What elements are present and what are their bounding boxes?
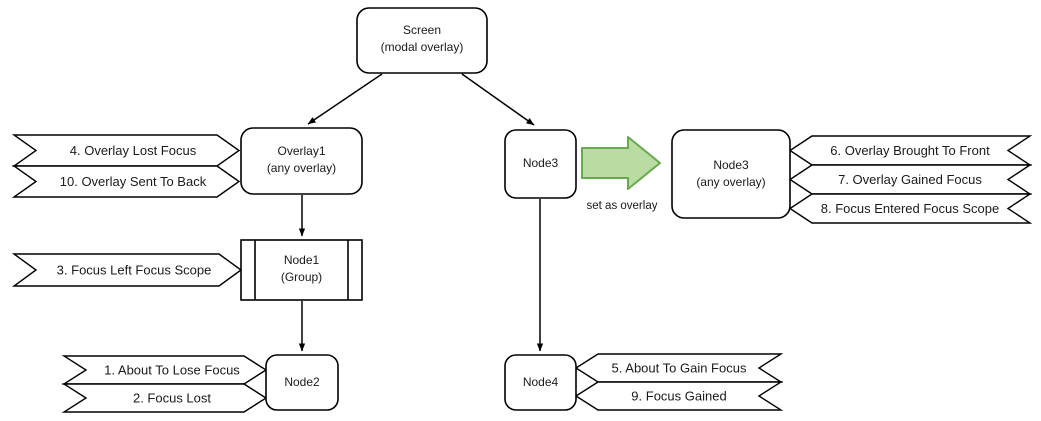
edge-screen-to-overlay1 [307,73,383,125]
node-box [240,239,363,301]
set-as-overlay-arrow: set as overlay [581,136,661,212]
node-label-line2: (Group) [281,270,322,284]
node-node3-overlay[interactable]: Node3 (any overlay) [671,129,791,219]
node-label-line1: Node3 [523,156,559,170]
banner-shape [11,165,241,198]
node-label-line1: Node1 [284,253,320,267]
edge-screen-to-node3 [461,73,535,126]
node-box [671,129,791,219]
node-box [504,129,577,199]
node-box [356,7,488,74]
node-label-line1: Node4 [523,375,559,389]
node-label-line1: Node3 [713,158,749,172]
green-arrow-shape [581,136,661,190]
banner-about-to-gain-focus: 5. About To Gain Focus [574,353,784,383]
banner-label: 8. Focus Entered Focus Scope [821,201,999,216]
node-label-line2: (modal overlay) [381,40,464,54]
node-box [265,354,339,411]
banner-label: 4. Overlay Lost Focus [70,143,197,158]
node-box [504,354,577,411]
banner-shape [11,253,243,287]
banner-overlay-sent-to-back: 10. Overlay Sent To Back [11,165,241,198]
banner-focus-gained: 9. Focus Gained [574,381,784,411]
banner-label: 10. Overlay Sent To Back [60,174,207,189]
node-label-line1: Node2 [284,375,320,389]
node-label-line2: (any overlay) [267,161,336,175]
banner-overlay-brought-to-front: 6. Overlay Brought To Front [788,135,1033,166]
banner-label: 3. Focus Left Focus Scope [57,262,212,277]
banner-shape [61,383,268,413]
node-label-line1: Screen [403,23,441,37]
banner-label: 7. Overlay Gained Focus [838,172,982,187]
node-node1-group[interactable]: Node1 (Group) [240,239,363,301]
banner-focus-lost: 2. Focus Lost [61,383,268,413]
banner-label: 5. About To Gain Focus [612,360,747,375]
edges-layer [298,73,544,352]
node-node3-source[interactable]: Node3 [504,129,577,199]
banner-label: 6. Overlay Brought To Front [830,143,990,158]
node-overlay1[interactable]: Overlay1 (any overlay) [240,127,363,195]
node-node2[interactable]: Node2 [265,354,339,411]
banner-about-to-lose-focus: 1. About To Lose Focus [61,355,268,385]
banner-overlay-lost-focus: 4. Overlay Lost Focus [11,134,241,167]
banner-label: 2. Focus Lost [133,390,211,405]
node-label-line1: Overlay1 [277,144,325,158]
node-node4[interactable]: Node4 [504,354,577,411]
banner-overlay-gained-focus: 7. Overlay Gained Focus [788,164,1033,195]
banner-focus-left-focus-scope: 3. Focus Left Focus Scope [11,253,243,287]
banner-label: 1. About To Lose Focus [104,362,240,377]
node-label-line2: (any overlay) [696,175,765,189]
green-arrow-label: set as overlay [587,200,658,212]
node-screen[interactable]: Screen (modal overlay) [356,7,488,74]
banner-focus-entered-focus-scope: 8. Focus Entered Focus Scope [788,193,1033,224]
banner-label: 9. Focus Gained [631,388,726,403]
node-box [240,127,363,195]
